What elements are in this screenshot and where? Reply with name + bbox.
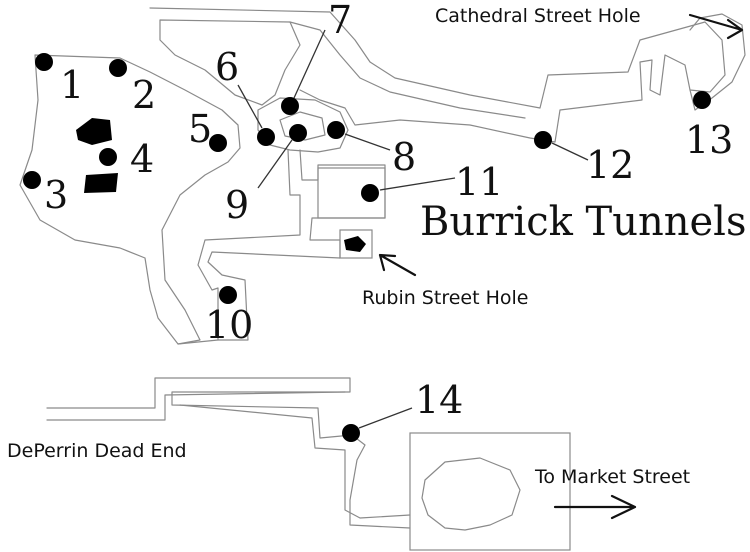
location-dots	[23, 53, 711, 442]
leader-8	[344, 133, 391, 151]
dot-9[interactable]	[289, 124, 307, 142]
leader-lines	[237, 29, 589, 429]
dot-11[interactable]	[361, 184, 379, 202]
marker-label-8: 8	[392, 135, 416, 179]
marker-label-6: 6	[215, 45, 239, 89]
marker-label-4: 4	[130, 137, 154, 181]
dot-10[interactable]	[219, 286, 237, 304]
west-cavern-outline	[19, 54, 241, 345]
leader-9	[257, 139, 293, 189]
marker-label-12: 12	[586, 143, 634, 187]
west-cavern-inner-wall	[159, 19, 301, 106]
dot-6[interactable]	[257, 128, 275, 146]
rubin-hole-blob	[344, 236, 366, 252]
marker-label-3: 3	[44, 173, 68, 217]
central-chamber-inner	[279, 111, 326, 141]
marker-label-5: 5	[188, 107, 212, 151]
leader-7	[293, 29, 326, 99]
rubin-arrow	[378, 253, 417, 277]
object-blob-1	[76, 118, 112, 145]
dot-7[interactable]	[281, 97, 299, 115]
market-arrow	[553, 494, 637, 520]
market-street-label: To Market Street	[534, 466, 690, 488]
leader-11	[379, 177, 456, 191]
marker-numbers: 1 2 3 4 5 6 7 8 9 10 11 12 13 14	[44, 0, 733, 422]
dot-14[interactable]	[342, 424, 360, 442]
dot-8[interactable]	[327, 121, 345, 139]
marker-label-2: 2	[132, 73, 156, 117]
map-title: Burrick Tunnels	[420, 199, 747, 245]
dot-2[interactable]	[109, 59, 127, 77]
dot-5[interactable]	[209, 134, 227, 152]
north-tunnel-outline	[149, 7, 726, 143]
dot-3[interactable]	[23, 171, 41, 189]
cathedral-street-label: Cathedral Street Hole	[435, 5, 641, 27]
marker-label-9: 9	[225, 183, 249, 227]
dot-12[interactable]	[534, 131, 552, 149]
north-tunnel-inner	[289, 21, 526, 119]
marker-label-1: 1	[60, 63, 84, 107]
marker-label-7: 7	[328, 0, 352, 42]
marker-label-10: 10	[205, 303, 253, 347]
dot-13[interactable]	[693, 91, 711, 109]
tunnel-outlines	[19, 7, 746, 551]
rubin-hole-box	[339, 229, 373, 259]
dot-4[interactable]	[99, 148, 117, 166]
marker-label-11: 11	[455, 160, 503, 204]
object-blob-2	[84, 173, 118, 193]
marker-label-14: 14	[415, 378, 463, 422]
cathedral-arrow	[688, 13, 744, 40]
leader-6	[237, 84, 263, 129]
market-cavern-outline	[421, 457, 521, 531]
room-11-outline	[317, 167, 386, 219]
leader-14	[358, 407, 413, 429]
rubin-street-label: Rubin Street Hole	[362, 287, 528, 309]
deperrin-label: DePerrin Dead End	[7, 440, 187, 462]
dot-1[interactable]	[35, 53, 53, 71]
market-room-box	[409, 432, 571, 551]
leader-12	[551, 142, 589, 161]
south-tunnel-inner	[46, 391, 411, 519]
south-corridor-outline	[177, 149, 301, 345]
south-tunnel-outline	[46, 377, 411, 529]
marker-label-13: 13	[685, 118, 733, 162]
arrows	[378, 13, 744, 520]
